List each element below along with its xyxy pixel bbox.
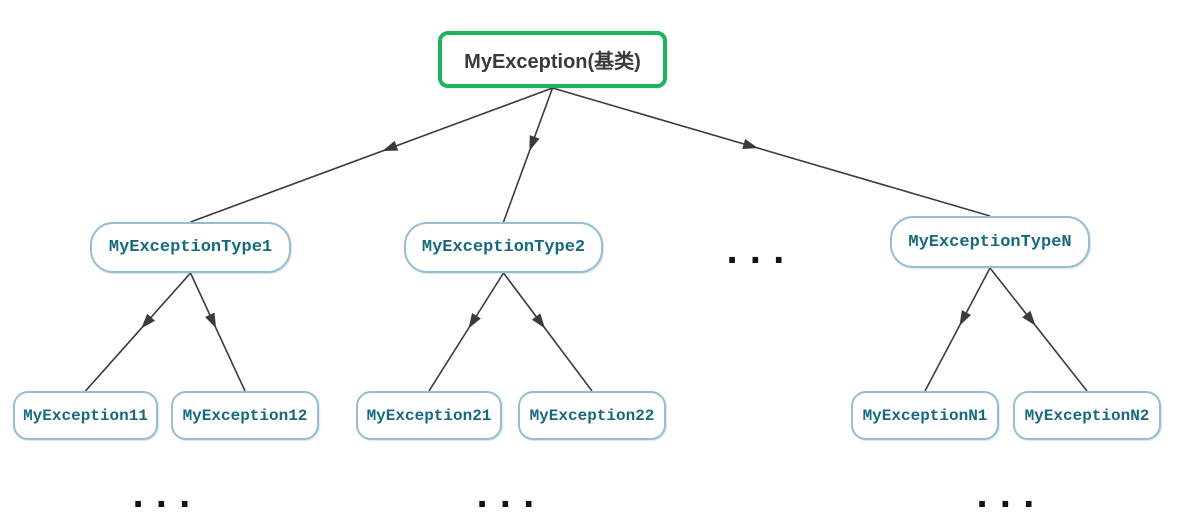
node-label: MyException(基类): [464, 51, 641, 73]
ellipsis-more-types: . . .: [726, 233, 785, 271]
node-label: MyExceptionType2: [421, 238, 586, 257]
node-label: MyException21: [366, 406, 492, 425]
node-myexception-type2: MyExceptionType2: [404, 222, 603, 273]
node-myexception-typeN: MyExceptionTypeN: [890, 216, 1090, 268]
ellipsis-more-children-left: . . .: [132, 477, 191, 515]
node-myexception-base: MyException(基类): [438, 31, 667, 88]
node-myexception-11: MyException11: [13, 391, 158, 440]
node-label: MyExceptionType1: [108, 238, 273, 257]
ellipsis-more-children-middle: . . .: [476, 477, 535, 515]
node-myexception-22: MyException22: [518, 391, 666, 440]
node-myexception-12: MyException12: [171, 391, 319, 440]
node-label: MyExceptionTypeN: [908, 232, 1072, 252]
node-label: MyException11: [23, 406, 148, 425]
node-label: MyException22: [529, 406, 655, 425]
node-myexception-21: MyException21: [356, 391, 502, 440]
node-myexception-N2: MyExceptionN2: [1013, 391, 1161, 440]
node-label: MyExceptionN2: [1024, 406, 1150, 425]
node-myexception-N1: MyExceptionN1: [851, 391, 999, 440]
node-label: MyExceptionN1: [862, 406, 988, 425]
ellipsis-more-children-right: . . .: [976, 477, 1035, 515]
node-myexception-type1: MyExceptionType1: [90, 222, 291, 273]
node-label: MyException12: [182, 406, 308, 425]
